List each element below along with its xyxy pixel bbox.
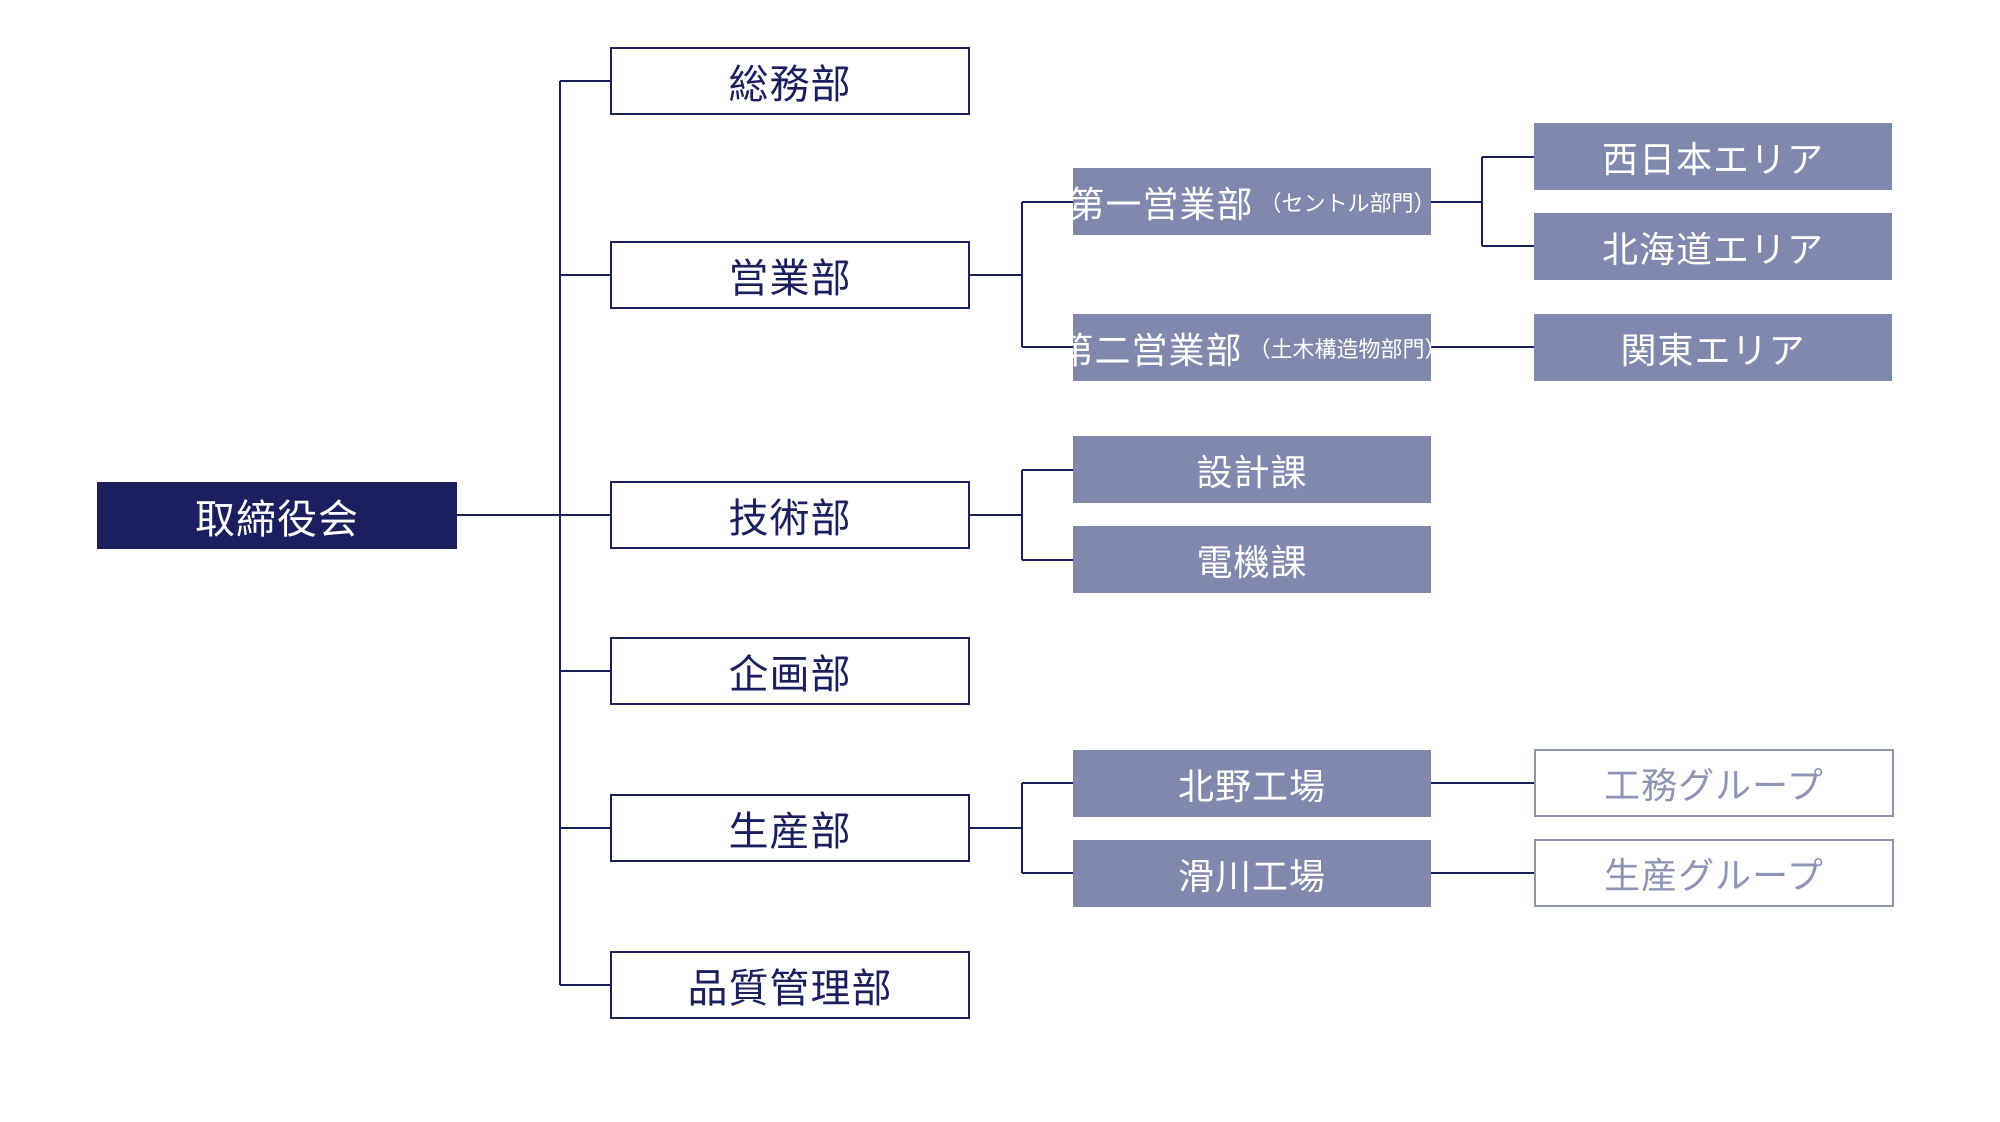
node-label: 工務グループ	[1604, 766, 1824, 807]
node-label: 取締役会	[195, 496, 359, 543]
node-label: 滑川工場	[1177, 856, 1326, 898]
node-nishinihon-area: 西日本エリア	[1534, 123, 1892, 190]
node-board-of-directors: 取締役会	[97, 482, 457, 549]
node-label: 技術部	[728, 496, 852, 542]
node-label: 総務部	[728, 62, 852, 108]
node-koumu-group: 工務グループ	[1534, 749, 1894, 817]
node-denki-section: 電機課	[1073, 526, 1431, 593]
node-label: 品質管理部	[687, 966, 893, 1012]
node-label: 生産グループ	[1604, 856, 1824, 897]
node-kitano-factory: 北野工場	[1073, 750, 1431, 817]
node-label: 企画部	[728, 652, 852, 698]
node-seisan-department: 生産部	[610, 794, 970, 862]
node-label: 北海道エリア	[1601, 229, 1824, 271]
node-kanto-area: 関東エリア	[1534, 314, 1892, 381]
node-label: 第二営業部	[1057, 330, 1243, 372]
node-label: 生産部	[728, 809, 852, 855]
node-note: （セントル部門）	[1259, 191, 1436, 217]
node-eigyo-department: 営業部	[610, 241, 970, 309]
node-hokkaido-area: 北海道エリア	[1534, 213, 1892, 280]
node-label: 設計課	[1196, 452, 1308, 494]
node-seisan-group: 生産グループ	[1534, 839, 1894, 907]
node-namerikawa-factory: 滑川工場	[1073, 840, 1431, 907]
node-label: 北野工場	[1177, 766, 1326, 808]
node-label: 電機課	[1196, 542, 1308, 584]
node-kikaku-department: 企画部	[610, 637, 970, 705]
node-daiichi-eigyo: 第一営業部 （セントル部門）	[1068, 168, 1436, 235]
node-label: 西日本エリア	[1601, 139, 1824, 181]
node-daini-eigyo: 第二営業部 （土木構造物部門）	[1057, 314, 1447, 381]
node-gijutsu-department: 技術部	[610, 481, 970, 549]
node-label: 第一営業部	[1068, 184, 1254, 226]
node-label: 営業部	[728, 256, 852, 302]
node-sekkei-section: 設計課	[1073, 436, 1431, 503]
node-soumu-department: 総務部	[610, 47, 970, 115]
node-label: 関東エリア	[1620, 330, 1806, 372]
node-note: （土木構造物部門）	[1248, 337, 1447, 363]
node-hinshitsu-department: 品質管理部	[610, 951, 970, 1019]
